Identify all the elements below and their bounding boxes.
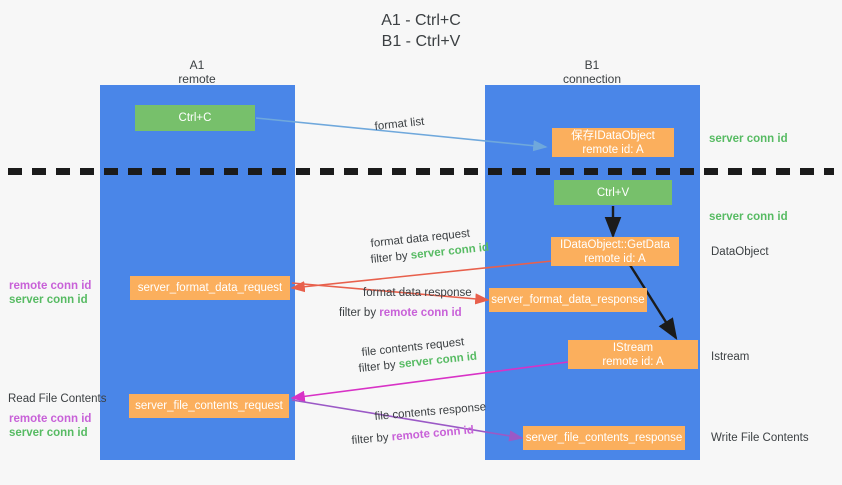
- arrow-file-contents-request: [290, 361, 569, 402]
- arrow-format-data-response: [291, 282, 490, 305]
- column-header-b1: B1 connection: [502, 58, 682, 86]
- box-save-idataobject-line-2: remote id: A: [582, 143, 644, 156]
- box-ctrl-v-line-1: Ctrl+V: [596, 186, 630, 199]
- label-file-contents-response-filter-prefix: filter by: [351, 431, 393, 447]
- box-server-format-data-request-line-1: server_format_data_request: [137, 282, 283, 294]
- arrow-format-list: [255, 117, 548, 152]
- label-format-data-response-filter-value: remote conn id: [379, 307, 462, 319]
- column-a1-name: A1: [189, 58, 205, 72]
- box-server-file-contents-response-line-1: server_file_contents_response: [525, 432, 683, 444]
- left-label-read-file-contents: Read File Contents: [8, 393, 107, 405]
- arrow-file-contents-response: [291, 399, 524, 442]
- right-label-server-conn-id-top: server conn id: [709, 133, 788, 145]
- arrow-getdata-to-istream: [628, 264, 678, 341]
- box-idataobject-getdata[interactable]: IDataObject::GetData remote id: A: [551, 237, 679, 266]
- column-a1-sub: remote: [178, 72, 216, 86]
- left-label-group-lower: remote conn id server conn id: [9, 412, 91, 440]
- right-label-istream: Istream: [711, 351, 750, 363]
- box-server-file-contents-request[interactable]: server_file_contents_request: [129, 394, 289, 418]
- box-save-idataobject[interactable]: 保存IDataObject remote id: A: [552, 128, 674, 157]
- box-idataobject-getdata-line-1: IDataObject::GetData: [560, 238, 670, 251]
- column-header-a1: A1 remote: [107, 58, 287, 86]
- label-format-data-response: format data response: [363, 287, 472, 299]
- box-idataobject-getdata-line-2: remote id: A: [584, 252, 646, 265]
- left-label-upper-server-conn-id: server conn id: [9, 294, 88, 306]
- box-istream[interactable]: IStream remote id: A: [568, 340, 698, 369]
- box-server-format-data-response-line-1: server_format_data_response: [491, 294, 645, 306]
- left-label-group-upper: remote conn id server conn id: [9, 279, 91, 307]
- title-line-2: B1 - Ctrl+V: [381, 33, 461, 50]
- box-server-file-contents-request-line-1: server_file_contents_request: [135, 400, 283, 412]
- right-label-write-file-contents: Write File Contents: [711, 432, 809, 444]
- box-ctrl-c-line-1: Ctrl+C: [178, 112, 212, 124]
- title-line-1: A1 - Ctrl+C: [381, 12, 461, 29]
- label-format-data-response-filter: filter by remote conn id: [339, 306, 462, 320]
- box-ctrl-v[interactable]: Ctrl+V: [554, 180, 672, 205]
- column-b1-sub: connection: [562, 72, 622, 86]
- phase-divider: [8, 168, 834, 175]
- right-label-dataobject: DataObject: [711, 246, 769, 258]
- left-label-lower-remote-conn-id: remote conn id: [9, 413, 92, 425]
- box-server-format-data-response[interactable]: server_format_data_response: [489, 288, 647, 312]
- left-label-lower-server-conn-id: server conn id: [9, 427, 88, 439]
- box-istream-line-2: remote id: A: [602, 355, 664, 368]
- page-title: A1 - Ctrl+C B1 - Ctrl+V: [0, 10, 842, 52]
- box-istream-line-1: IStream: [612, 341, 654, 354]
- right-label-server-conn-id-mid: server conn id: [709, 211, 788, 223]
- box-ctrl-c[interactable]: Ctrl+C: [135, 105, 255, 131]
- box-server-file-contents-response[interactable]: server_file_contents_response: [523, 426, 685, 450]
- left-label-upper-remote-conn-id: remote conn id: [9, 280, 92, 292]
- box-server-format-data-request[interactable]: server_format_data_request: [130, 276, 290, 300]
- arrow-format-data-request: [290, 260, 553, 293]
- label-format-data-response-filter-prefix: filter by: [339, 307, 380, 319]
- column-b1-name: B1: [584, 58, 600, 72]
- box-save-idataobject-line-1: 保存IDataObject: [571, 129, 655, 142]
